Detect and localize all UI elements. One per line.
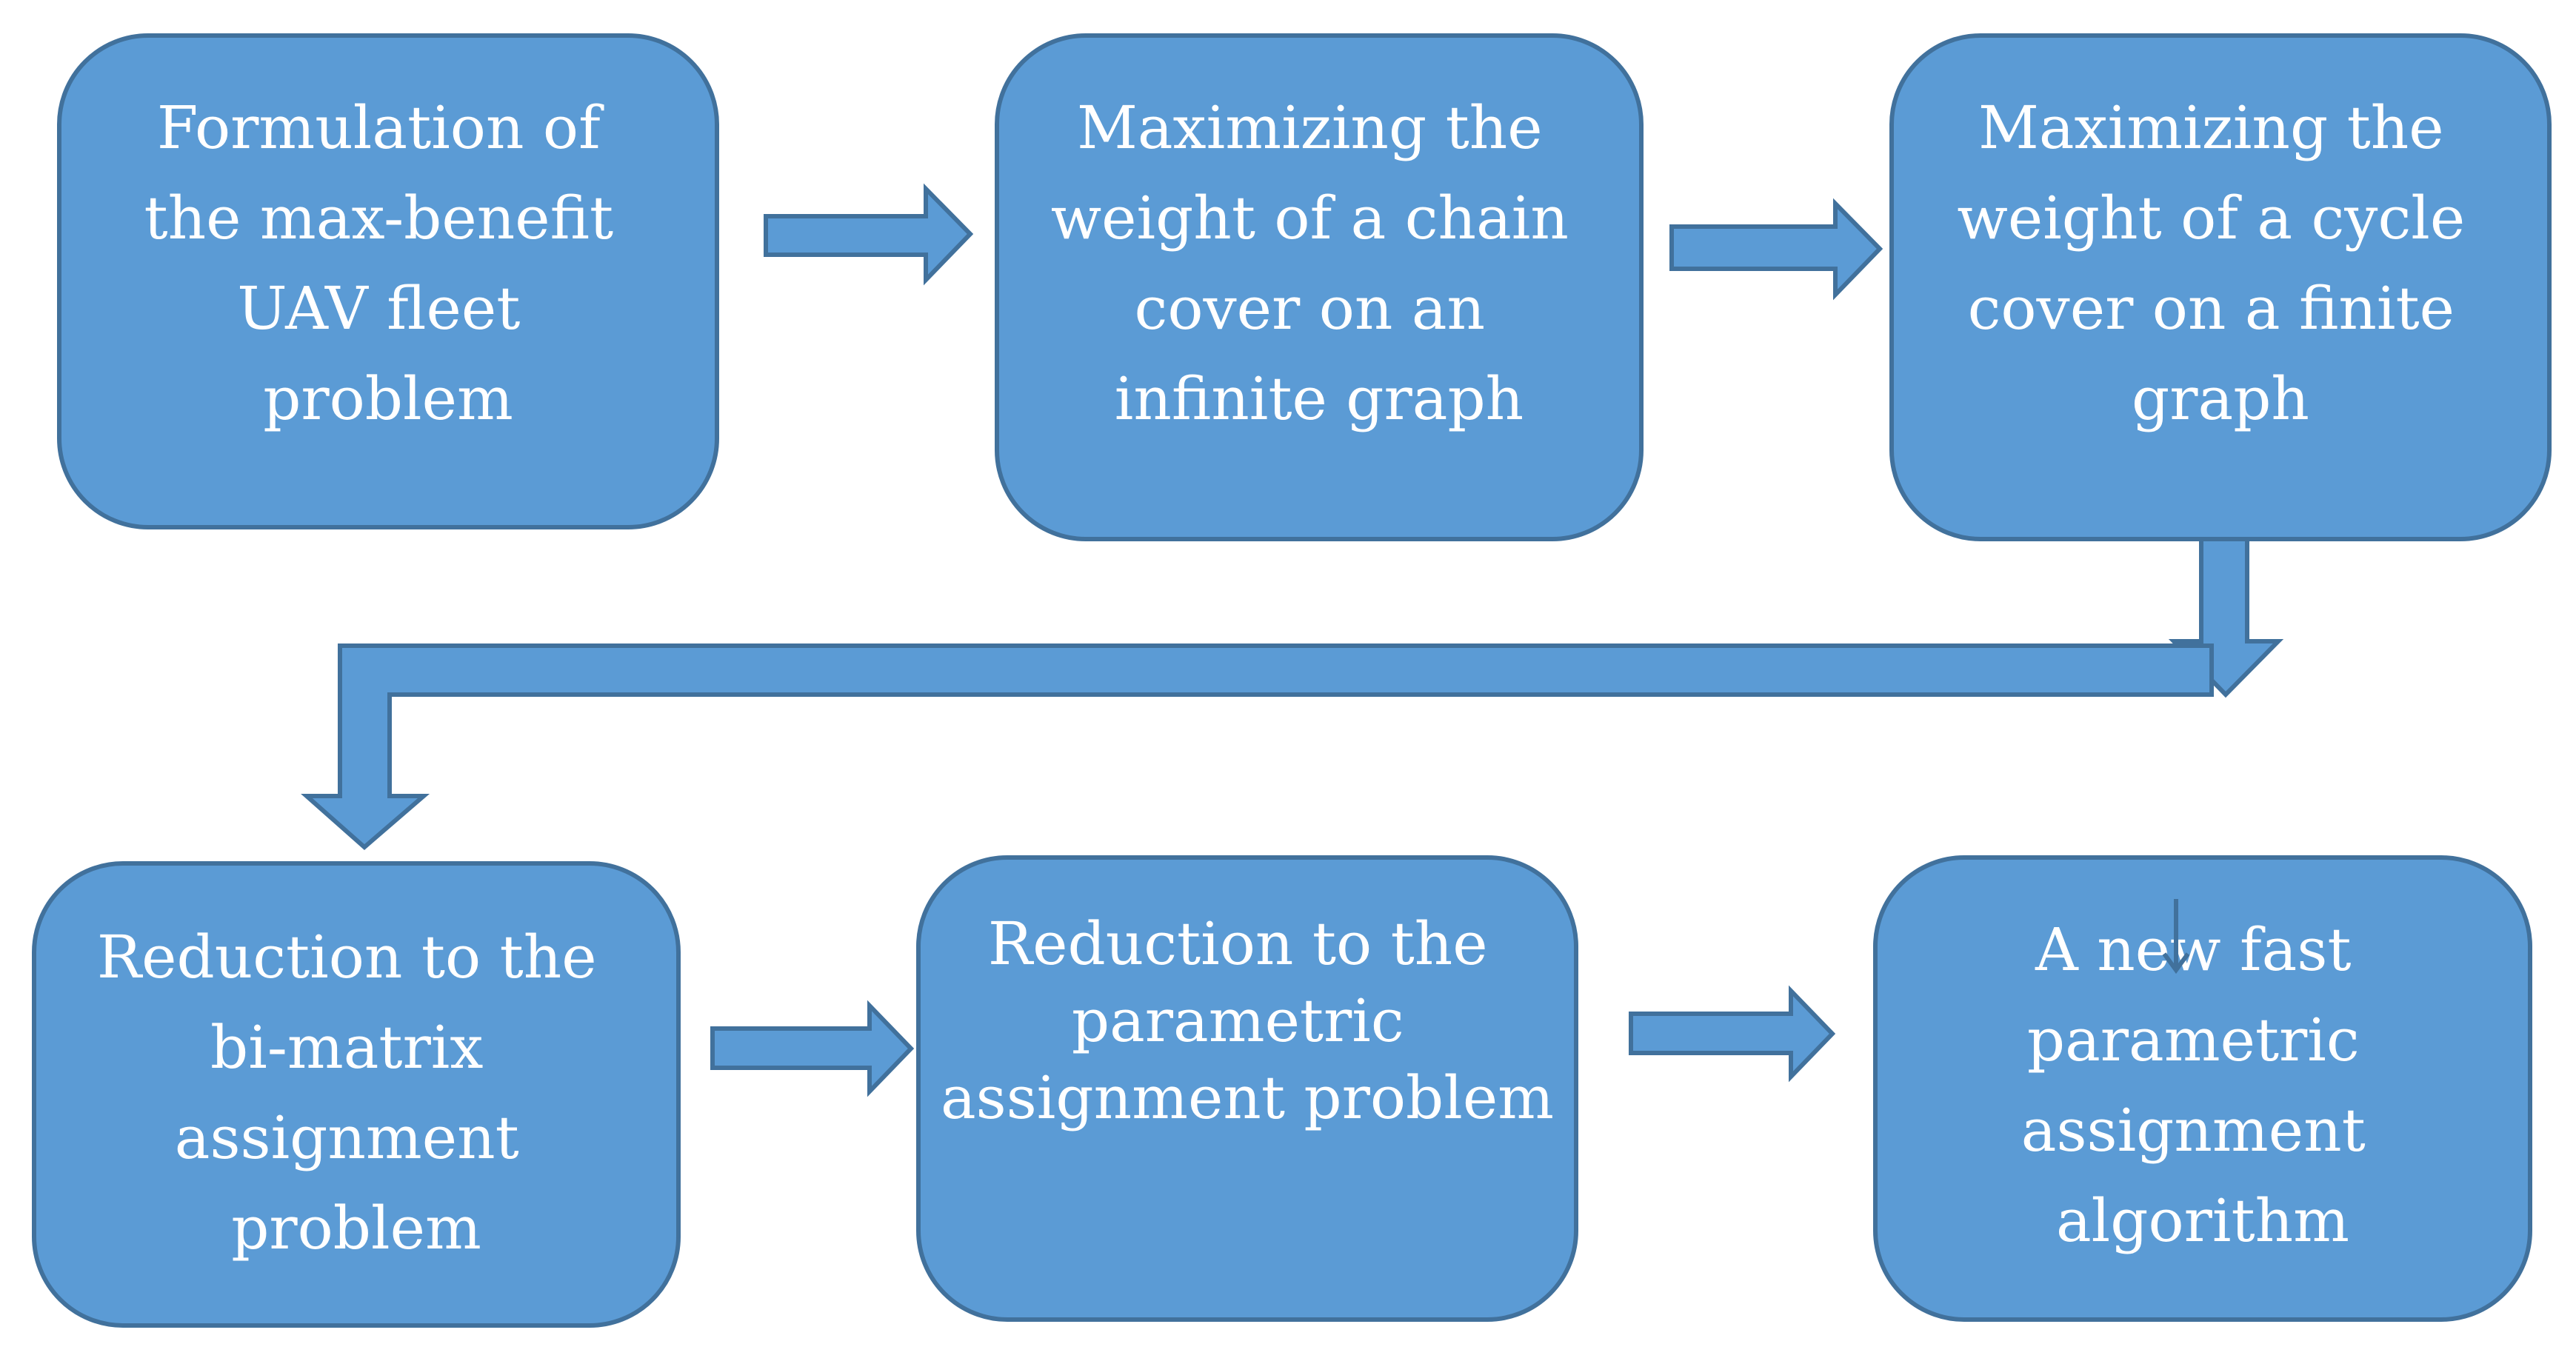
arrow-bi-matrix-to-parametric-reduction xyxy=(710,1000,915,1097)
boxes-layer: Formulation of the max-benefit UAV fleet… xyxy=(32,33,2552,1328)
node-bi-matrix: Reduction to the bi-matrix assignment pr… xyxy=(32,861,681,1328)
arrow-elbow-to-bi-matrix xyxy=(301,643,2214,850)
node-bi-matrix-label: Reduction to the bi-matrix assignment pr… xyxy=(97,923,615,1263)
node-chain-cover: Maximizing the weight of a chain cover o… xyxy=(995,33,1644,541)
node-chain-cover-label: Maximizing the weight of a chain cover o… xyxy=(1051,93,1588,433)
node-parametric-reduction: Reduction to the parametric assignment p… xyxy=(916,855,1578,1322)
arrows-layer xyxy=(301,183,2284,1097)
node-cycle-cover-label: Maximizing the weight of a cycle cover o… xyxy=(1957,93,2483,433)
node-formulation-label: Formulation of the max-benefit UAV fleet… xyxy=(144,93,632,433)
arrow-formulation-to-chain-cover xyxy=(764,183,974,286)
arrow-parametric-reduction-to-fast-algorithm xyxy=(1629,985,1836,1083)
node-fast-algorithm-label: A new fast parametric assignment algorit… xyxy=(2021,915,2384,1255)
node-parametric-reduction-label: Reduction to the parametric assignment p… xyxy=(941,909,1554,1132)
node-cycle-cover: Maximizing the weight of a cycle cover o… xyxy=(1889,33,2552,541)
node-fast-algorithm: A new fast parametric assignment algorit… xyxy=(1873,855,2532,1322)
arrow-chain-cover-to-cycle-cover xyxy=(1669,198,1883,301)
node-formulation: Formulation of the max-benefit UAV fleet… xyxy=(57,33,719,529)
stray-down-arrow-icon xyxy=(2162,899,2190,974)
